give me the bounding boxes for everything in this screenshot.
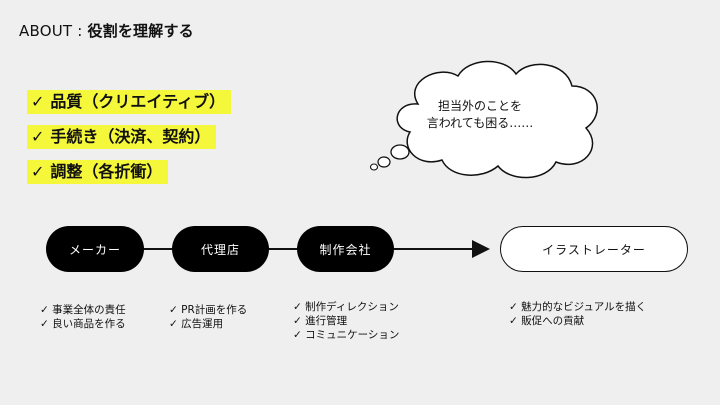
desc-item: ✓ 広告運用 (169, 318, 224, 330)
title-prefix: ABOUT : (19, 22, 88, 40)
role-coordination: ✓ 調整（各折衝） (27, 160, 169, 184)
role-label: 調整（各折衝） (50, 162, 163, 181)
desc-item: ✓ 制作ディレクション (293, 301, 399, 313)
role-label: 手続き（決済、契約） (50, 127, 211, 146)
node-illustrator: イラストレーター (500, 226, 688, 272)
check-icon: ✓ (31, 127, 45, 146)
page-title: ABOUT : 役割を理解する (19, 20, 194, 41)
desc-agency: ✓ PR計画を作る ✓ 広告運用 (169, 303, 247, 331)
desc-production: ✓ 制作ディレクション ✓ 進行管理 ✓ コミュニケーション (293, 300, 399, 342)
thought-cloud-icon (369, 60, 598, 179)
thought-bubble-text: 担当外のことを 言われても困る…… (400, 98, 560, 132)
desc-item: ✓ コミュニケーション (293, 329, 400, 341)
role-procedure: ✓ 手続き（決済、契約） (27, 125, 217, 149)
node-maker: メーカー (46, 226, 144, 272)
thought-line-2: 言われても困る…… (426, 116, 534, 130)
node-production: 制作会社 (297, 226, 394, 272)
arrow-right-icon (472, 240, 490, 258)
desc-maker: ✓ 事業全体の責任 ✓ 良い商品を作る (40, 303, 126, 331)
node-agency: 代理店 (172, 226, 269, 272)
check-icon: ✓ (31, 162, 45, 181)
title-main: 役割を理解する (87, 22, 194, 40)
desc-item: ✓ 販促への貢献 (509, 315, 585, 327)
desc-illustrator: ✓ 魅力的なビジュアルを描く ✓ 販促への貢献 (509, 300, 646, 328)
desc-item: ✓ PR計画を作る (169, 304, 248, 316)
desc-item: ✓ 魅力的なビジュアルを描く (509, 301, 647, 313)
desc-item: ✓ 進行管理 (293, 315, 348, 327)
desc-item: ✓ 良い商品を作る (40, 318, 126, 330)
role-quality: ✓ 品質（クリエイティブ） (27, 90, 232, 114)
thought-line-1: 担当外のことを (437, 99, 522, 113)
role-label: 品質（クリエイティブ） (50, 92, 226, 111)
check-icon: ✓ (31, 92, 45, 111)
desc-item: ✓ 事業全体の責任 (40, 304, 126, 316)
